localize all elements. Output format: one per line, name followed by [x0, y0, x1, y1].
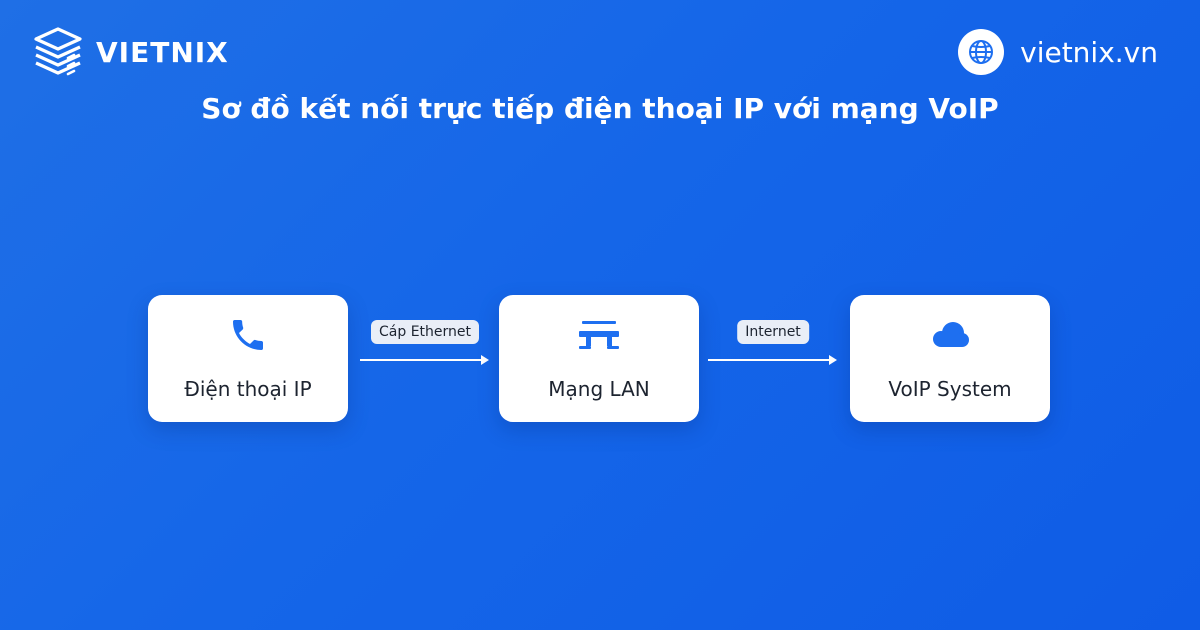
arrow-right-icon: [360, 355, 489, 365]
globe-icon: [969, 40, 994, 64]
brand-name: VIETNIX: [96, 35, 229, 69]
node-lan: Mạng LAN: [499, 295, 699, 422]
website-url: vietnix.vn: [1020, 35, 1158, 69]
connector-internet: Internet: [708, 320, 838, 370]
node-ip-phone: Điện thoại IP: [148, 295, 348, 422]
server-stack-icon: [34, 27, 82, 76]
connector-label: Cáp Ethernet: [371, 320, 479, 344]
diagram-title: Sơ đồ kết nối trực tiếp điện thoại IP vớ…: [201, 92, 999, 125]
phone-icon: [233, 320, 263, 350]
connector-ethernet: Cáp Ethernet: [360, 320, 490, 370]
website-badge: vietnix.vn: [958, 29, 1158, 75]
arrow-right-icon: [708, 355, 837, 365]
connector-label: Internet: [737, 320, 809, 344]
node-label: Mạng LAN: [548, 377, 650, 401]
cloud-icon: [933, 322, 969, 347]
brand-logo: VIETNIX: [30, 24, 229, 80]
node-label: VoIP System: [888, 377, 1012, 401]
network-icon: [579, 321, 619, 349]
node-label: Điện thoại IP: [184, 377, 312, 401]
globe-badge: [958, 29, 1005, 75]
node-voip-system: VoIP System: [850, 295, 1050, 422]
